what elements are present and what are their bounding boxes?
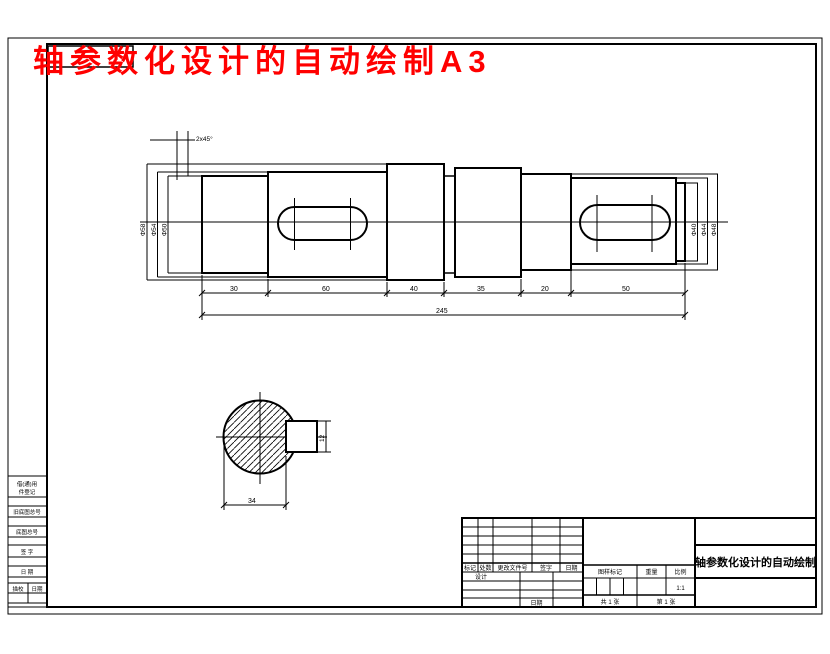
- shaft-section-2: [267, 171, 388, 278]
- scale-value: 1:1: [676, 586, 685, 592]
- strip-borrow-label-1: 借(通)用: [17, 480, 37, 488]
- scale-header-label: 比例: [674, 568, 686, 576]
- len-dim-5: 20: [541, 286, 549, 293]
- rev-header-count: 处数: [479, 564, 491, 572]
- section-key-dim: 12: [319, 434, 326, 442]
- corner-box: [47, 45, 134, 68]
- strip-sign-label: 签 字: [21, 548, 34, 556]
- outer-border: [7, 37, 823, 615]
- shaft-end-collar: [675, 182, 686, 262]
- weight-header-label: 重量: [645, 568, 657, 576]
- shaft-section-6: [570, 177, 677, 265]
- shaft-front-view: [140, 163, 728, 281]
- rev-header-mark: 标记: [464, 564, 476, 572]
- section-width-dim: 34: [248, 498, 256, 505]
- dia-dim-right-1: Φ48: [711, 223, 718, 236]
- shaft-groove: [443, 175, 456, 274]
- sheet-total-label: 共 1 张: [601, 598, 620, 606]
- keyway-slot-right: [579, 204, 671, 241]
- strip-base-no-label: 底图总号: [16, 528, 39, 536]
- strip-trace-date-label: 日期: [31, 586, 43, 593]
- strip-trace-label: 描校: [12, 585, 24, 593]
- length-dimensions: 30 60 40 35 20 50 245: [198, 263, 689, 320]
- part-title: 轴参数化设计的自动绘制: [695, 555, 816, 569]
- sheet-no-label: 第 1 张: [657, 598, 676, 606]
- title-block: 标记 处数 更改文件号 签字 日期 设计 日期 图样标记 重量 比例 1:1 共…: [461, 517, 817, 608]
- len-dim-3: 40: [410, 286, 418, 293]
- overall-dim: 245: [436, 308, 448, 315]
- dia-dim-left-3: Φ50: [162, 223, 169, 236]
- left-attachment-strip: 借(通)用 件登记 旧底图总号 底图总号 签 字 日 期 描校 日期: [8, 475, 47, 608]
- rev-header-sign: 签字: [540, 564, 552, 572]
- len-dim-4: 35: [477, 286, 485, 293]
- cross-section-view: 34 12: [216, 392, 331, 510]
- chamfer-dimension: 2x45°: [150, 131, 213, 180]
- dia-dim-right-3: Φ40: [691, 223, 698, 236]
- page-title: 轴参数化设计的自动绘制A3: [33, 44, 492, 79]
- mark-header-label: 图样标记: [598, 568, 622, 576]
- strip-date-label: 日 期: [21, 569, 34, 576]
- len-dim-2: 60: [322, 286, 330, 293]
- left-diameter-dimensions: Φ58 Φ54 Φ50: [140, 163, 387, 281]
- keyway-slot-left: [277, 206, 368, 241]
- inner-frame: [46, 43, 817, 608]
- len-dim-6: 50: [622, 286, 630, 293]
- len-dim-1: 30: [230, 286, 238, 293]
- strip-old-base-no-label: 旧底图总号: [13, 508, 41, 516]
- chamfer-dim-text: 2x45°: [196, 135, 213, 143]
- dia-dim-left-1: Φ58: [140, 223, 147, 236]
- rev-header-doc-no: 更改文件号: [497, 564, 527, 572]
- rev-header-date: 日期: [565, 564, 577, 572]
- section-keyway: [285, 420, 318, 453]
- date-label: 日期: [530, 599, 542, 607]
- dia-dim-right-2: Φ44: [701, 223, 708, 236]
- strip-borrow-label-2: 件登记: [19, 488, 36, 496]
- sheet-frame: [7, 37, 823, 615]
- design-label: 设计: [475, 573, 487, 581]
- shaft-section-1: [201, 175, 269, 274]
- right-diameter-dimensions: Φ40 Φ44 Φ48: [571, 173, 718, 271]
- dia-dim-left-2: Φ54: [151, 223, 158, 236]
